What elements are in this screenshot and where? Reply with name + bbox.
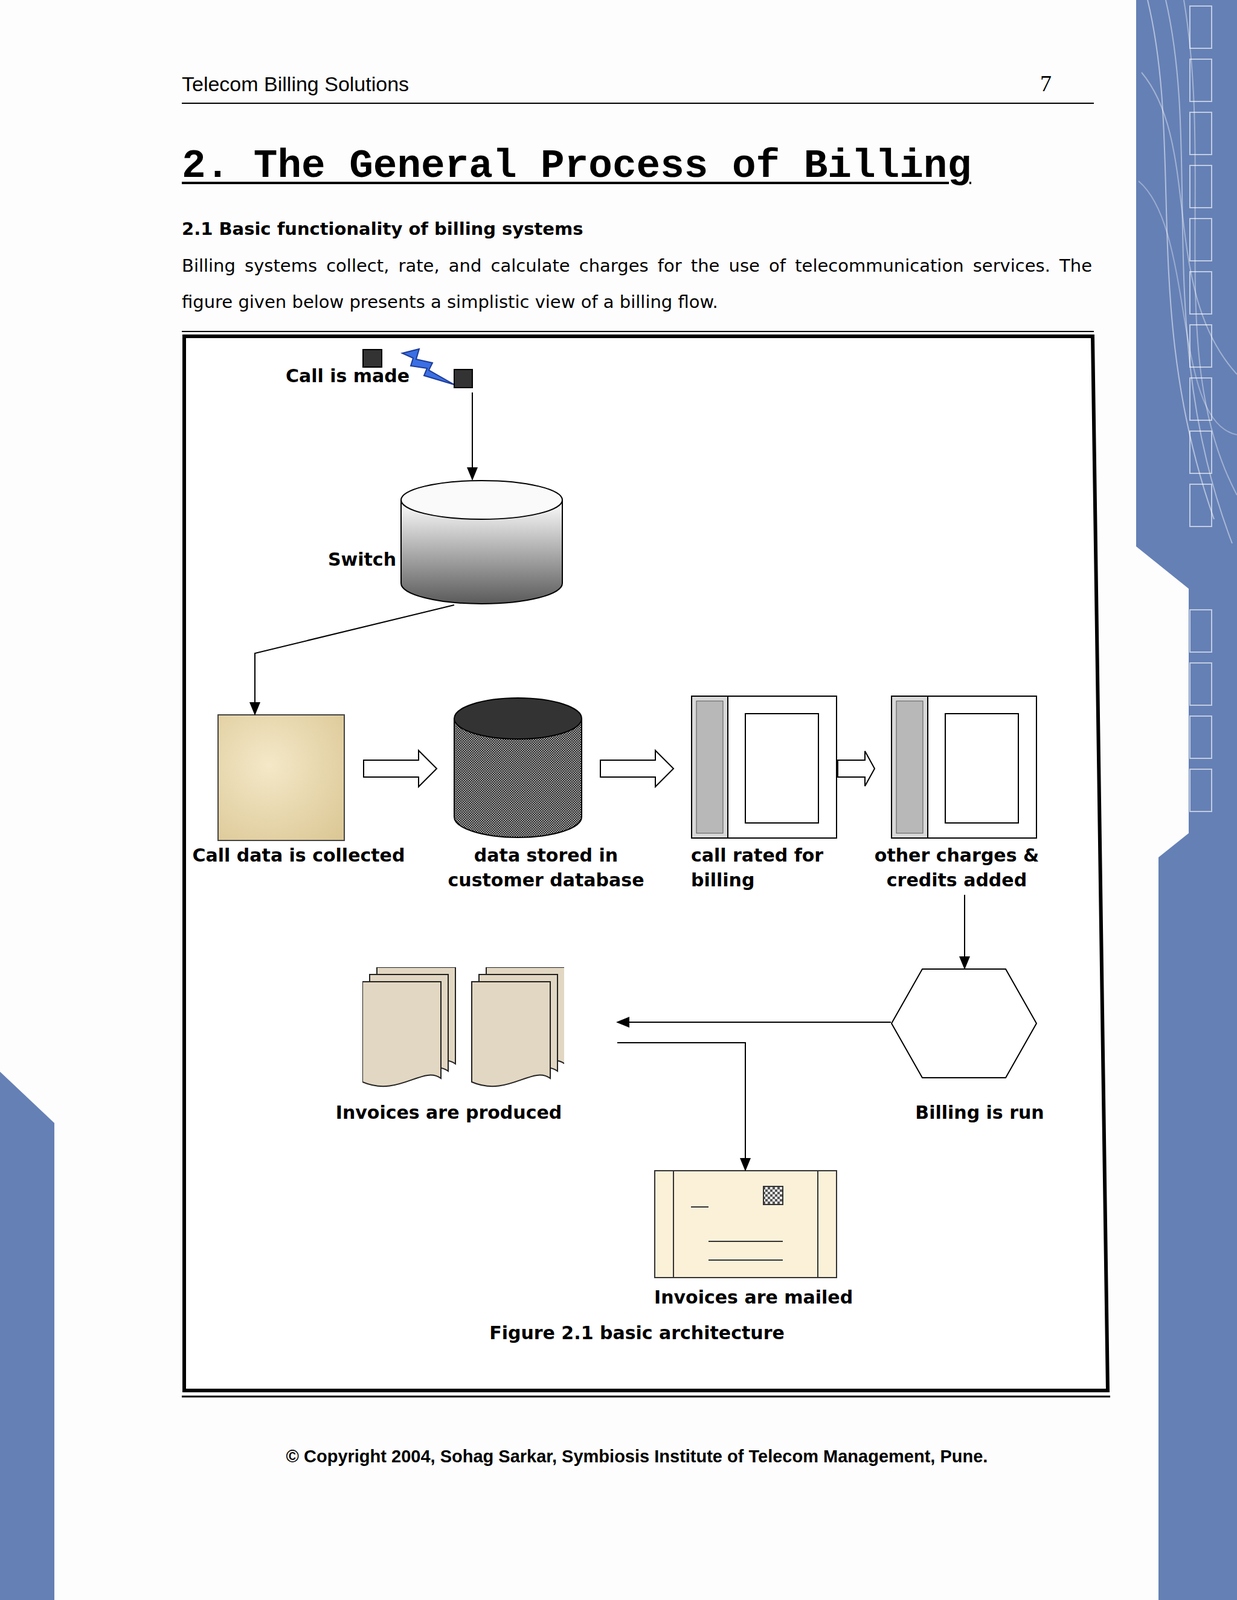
charges-book-part	[945, 713, 1019, 824]
mail-envelope-part	[672, 1171, 675, 1279]
square-column-cell	[1189, 112, 1212, 155]
rating-book-part	[691, 696, 728, 839]
corner-band	[0, 1072, 55, 1600]
charges-book-part	[891, 696, 928, 839]
mail-envelope-part	[654, 1170, 838, 1279]
connector-arrow	[471, 392, 473, 480]
mail-envelope-part	[690, 1206, 709, 1209]
wave-line	[1183, 0, 1237, 496]
node-label: Call data is collected	[174, 843, 423, 868]
invoice-stacks-part	[362, 967, 565, 1097]
side-band	[1136, 0, 1237, 1600]
block-arrow	[837, 751, 875, 787]
page-title: 2. The General Process of Billing	[181, 143, 972, 190]
copyright-note: © Copyright 2004, Sohag Sarkar, Symbiosi…	[181, 1445, 1093, 1469]
invoice-stacks: Invoices are produced	[362, 967, 618, 1130]
wave-line	[1138, 181, 1237, 435]
wave-line	[1147, 0, 1215, 520]
block-arrow	[600, 750, 674, 788]
billing-hexagon: Billing is run	[890, 968, 1038, 1138]
body-paragraph: Billing systems collect, rate, and calcu…	[181, 247, 1093, 321]
square-column-cell	[1189, 218, 1212, 261]
invoice-stacks-part	[471, 982, 551, 1087]
mail-envelope-part	[708, 1259, 783, 1262]
node-label: data stored in customer database	[422, 843, 670, 893]
mail-envelope: Invoices are mailed	[654, 1170, 838, 1316]
rating-book: call rated for billing	[690, 695, 838, 896]
square-column-cell	[1189, 6, 1212, 49]
charges-book-part	[890, 695, 1038, 839]
mail-envelope-part	[654, 1171, 837, 1279]
rating-book-part	[696, 701, 723, 834]
wave-line	[1141, 72, 1237, 375]
square-column-cell	[1189, 378, 1212, 421]
mail-envelope-part	[708, 1241, 783, 1243]
mail-envelope-part	[817, 1171, 819, 1279]
charges-book: other charges & credits added	[890, 695, 1038, 896]
mail-envelope-part	[763, 1186, 783, 1205]
square-column-cell	[1189, 610, 1212, 653]
charges-book-part	[896, 701, 923, 834]
invoice-stacks-part	[362, 982, 441, 1087]
square-column-cell	[1189, 165, 1212, 208]
database-cylinder: data stored in customer database	[453, 697, 583, 891]
rating-book-part	[690, 695, 838, 839]
node-label: call rated for billing	[690, 843, 850, 893]
square-column-cell	[1189, 324, 1212, 368]
square-column	[1189, 6, 1212, 812]
square-column-cell	[1189, 484, 1212, 527]
square-column-cell	[1189, 716, 1212, 759]
call-event-part	[454, 369, 473, 388]
block-arrow	[363, 750, 437, 788]
running-header: Telecom Billing Solutions	[181, 71, 409, 97]
database-cylinder-part	[454, 698, 582, 740]
node-label: Billing is run	[889, 1100, 1071, 1126]
square-column-cell	[1189, 769, 1212, 812]
database-cylinder-part	[453, 697, 583, 839]
node-label: other charges & credits added	[866, 843, 1048, 893]
square-column-cell	[1189, 271, 1212, 315]
switch-cylinder: Switch	[314, 479, 564, 606]
node-label: Invoices are produced	[326, 1100, 572, 1126]
connector-arrow	[254, 605, 455, 715]
square-column-cell	[1189, 431, 1212, 474]
header-rule	[181, 102, 1094, 104]
billing-hexagon-part	[890, 968, 1038, 1079]
section-heading: 2.1 Basic functionality of billing syste…	[181, 216, 584, 241]
node-label: Call is made	[285, 363, 410, 389]
connector-arrow	[963, 895, 966, 969]
call-event-part	[363, 349, 382, 368]
figure-caption: Figure 2.1 basic architecture	[181, 1321, 1093, 1346]
connector-arrow	[617, 1021, 891, 1024]
switch-cylinder-part	[401, 480, 563, 520]
connector-arrow	[617, 1043, 746, 1171]
page-number: 7	[1040, 70, 1052, 97]
square-column-cell	[1189, 663, 1212, 706]
node-label: Switch	[314, 547, 397, 572]
switch-cylinder-part	[399, 479, 564, 606]
charges-book-part	[891, 696, 1037, 839]
call-data-sheet-part	[218, 715, 345, 841]
frame-rule	[181, 1396, 1111, 1399]
node-label: Invoices are mailed	[654, 1285, 838, 1311]
call-event: Call is made	[283, 347, 478, 393]
call-data-sheet: Call data is collected	[217, 714, 345, 878]
frame-rule	[181, 330, 1094, 333]
rating-book-part	[691, 696, 837, 839]
billing-hexagon-part	[891, 969, 1037, 1079]
rating-book-part	[745, 713, 819, 824]
call-event-part	[402, 349, 455, 385]
call-data-sheet-part	[217, 714, 345, 842]
square-column-cell	[1189, 59, 1212, 102]
